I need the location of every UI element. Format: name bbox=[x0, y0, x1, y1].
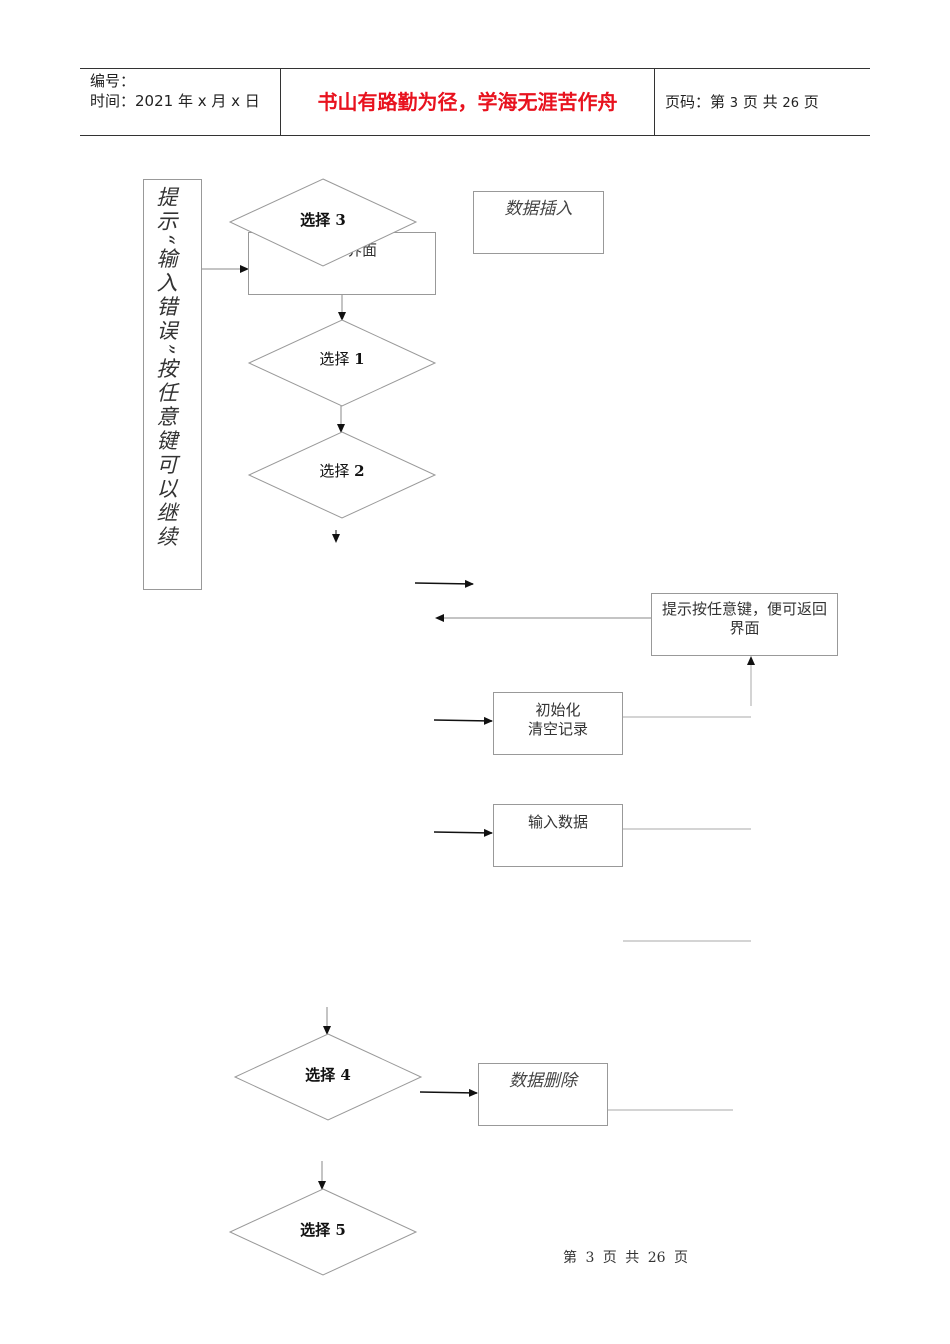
page-footer: 第 3 页 共 26 页 bbox=[563, 1250, 688, 1266]
return-hint-label: 提示按任意键，便可返回界面 bbox=[661, 600, 827, 637]
decision-choice5 bbox=[228, 1188, 418, 1276]
decision-choice4 bbox=[233, 1033, 423, 1121]
arrow-to-input bbox=[433, 828, 493, 837]
input-data-box: 输入数据 bbox=[493, 804, 623, 867]
insert-data-box: 数据插入 bbox=[473, 191, 604, 254]
init-box: 初始化 清空记录 bbox=[493, 692, 623, 755]
init-label-line1: 初始化 bbox=[535, 701, 581, 719]
choice5-label: 选择 5 bbox=[300, 1221, 346, 1239]
choice2-label: 选择 2 bbox=[319, 462, 365, 480]
header-page-end: 页 bbox=[803, 93, 819, 111]
error-hint-text: 提示“输入错误”按任意键可以继续 bbox=[154, 186, 178, 550]
error-hint-box: 提示“输入错误”按任意键可以继续 bbox=[143, 179, 202, 590]
arrow-to-init bbox=[433, 716, 493, 725]
header-info-cell: 编号： 时间：2021 年 x 月 x 日 bbox=[80, 69, 281, 135]
page-header: 编号： 时间：2021 年 x 月 x 日 书山有路勤为径，学海无涯苦作舟 页码… bbox=[80, 68, 870, 136]
decision-choice3 bbox=[228, 178, 418, 267]
insert-data-label: 数据插入 bbox=[504, 199, 573, 219]
header-time-label: 时间：2021 年 x 月 x 日 bbox=[90, 92, 260, 110]
decision-choice1 bbox=[247, 319, 437, 407]
choice1-label: 选择 1 bbox=[319, 350, 365, 368]
arrow-to-delete bbox=[419, 1088, 478, 1097]
header-page-label: 页码：第 bbox=[665, 93, 726, 111]
header-page-cell: 页码：第 3 页 共 26 页 bbox=[655, 69, 870, 135]
header-page-number: 3 bbox=[729, 96, 739, 111]
return-hint-box: 提示按任意键，便可返回界面 bbox=[651, 593, 838, 656]
header-motto: 书山有路勤为径，学海无涯苦作舟 bbox=[281, 69, 655, 135]
init-label-line2: 清空记录 bbox=[527, 720, 588, 738]
header-page-total: 26 bbox=[782, 96, 799, 111]
decision-choice3-layer bbox=[228, 178, 418, 267]
choice4-label: 选择 4 bbox=[305, 1066, 351, 1084]
decision-choice2 bbox=[247, 431, 437, 519]
header-page-mid: 页 共 bbox=[742, 93, 778, 111]
choice3-label: 选择 3 bbox=[300, 211, 346, 229]
arrow-to-insert-branch bbox=[414, 579, 474, 588]
delete-data-box: 数据删除 bbox=[478, 1063, 608, 1126]
header-id-label: 编号： bbox=[90, 72, 136, 90]
input-data-label: 输入数据 bbox=[527, 813, 588, 831]
delete-data-label: 数据删除 bbox=[509, 1071, 577, 1091]
